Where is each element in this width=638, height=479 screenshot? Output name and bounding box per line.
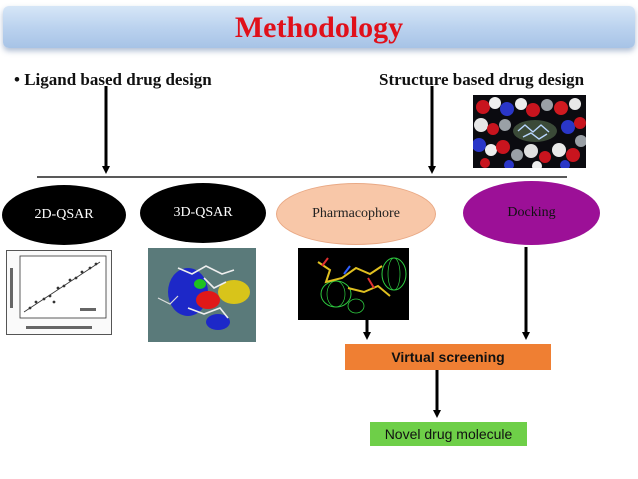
docking-oval: Docking xyxy=(463,181,600,245)
3d-qsar-oval: 3D-QSAR xyxy=(140,183,266,243)
novel-drug-molecule-box: Novel drug molecule xyxy=(370,422,527,446)
structure-based-heading: Structure based drug design xyxy=(379,70,585,89)
title-banner: Methodology xyxy=(3,6,635,48)
pharmacophore-model-image xyxy=(298,248,409,320)
pharmacophore-oval: Pharmacophore xyxy=(276,183,436,245)
ligand-based-heading: • Ligand based drug design xyxy=(14,70,212,89)
protein-surface-image xyxy=(473,95,586,168)
virtual-screening-box: Virtual screening xyxy=(345,344,551,370)
slide-title: Methodology xyxy=(234,11,404,44)
2d-qsar-plot-image xyxy=(6,250,112,335)
2d-qsar-oval: 2D-QSAR xyxy=(2,185,126,245)
3d-qsar-contour-image xyxy=(148,248,256,342)
